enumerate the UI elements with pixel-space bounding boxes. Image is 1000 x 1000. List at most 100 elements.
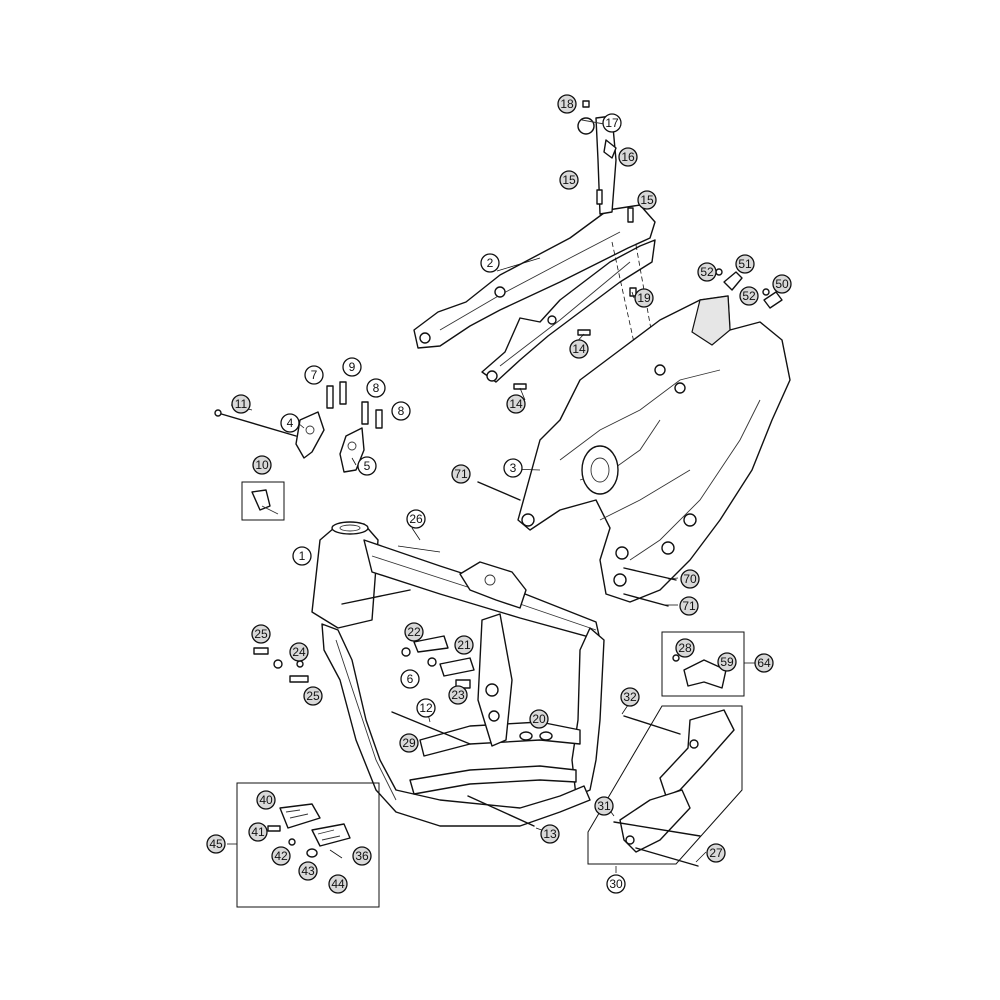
callout-71a: 71 bbox=[451, 464, 471, 484]
callout-24-label: 24 bbox=[292, 645, 306, 659]
callout-15b-label: 15 bbox=[640, 193, 654, 207]
callout-17: 17 bbox=[602, 113, 622, 133]
callout-4: 4 bbox=[280, 413, 300, 433]
callout-25b: 25 bbox=[303, 686, 323, 706]
callout-59: 59 bbox=[717, 652, 737, 672]
callout-52b-label: 52 bbox=[742, 289, 756, 303]
box-45-drawing bbox=[236, 782, 380, 908]
callout-17-label: 17 bbox=[605, 116, 619, 130]
airbox-drawing bbox=[517, 295, 791, 603]
callout-6-label: 6 bbox=[407, 672, 414, 686]
callout-20: 20 bbox=[529, 709, 549, 729]
callout-8a: 8 bbox=[366, 378, 386, 398]
callout-16: 16 bbox=[618, 147, 638, 167]
callout-22: 22 bbox=[404, 622, 424, 642]
callout-27: 27 bbox=[706, 843, 726, 863]
callout-3-label: 3 bbox=[510, 461, 517, 475]
callout-43-label: 43 bbox=[301, 864, 315, 878]
callout-20-label: 20 bbox=[532, 712, 546, 726]
callout-24: 24 bbox=[289, 642, 309, 662]
callout-8b: 8 bbox=[391, 401, 411, 421]
callout-5: 5 bbox=[357, 456, 377, 476]
callout-26: 26 bbox=[406, 509, 426, 529]
callout-44-label: 44 bbox=[331, 877, 345, 891]
callout-16-label: 16 bbox=[621, 150, 635, 164]
subframe-drawing bbox=[413, 115, 661, 383]
callout-18-label: 18 bbox=[560, 97, 574, 111]
callout-52a-label: 52 bbox=[700, 265, 714, 279]
callout-41-label: 41 bbox=[251, 825, 265, 839]
callout-12: 12 bbox=[416, 698, 436, 718]
callout-8b-label: 8 bbox=[398, 404, 405, 418]
callout-18: 18 bbox=[557, 94, 577, 114]
callout-10: 10 bbox=[252, 455, 272, 475]
callout-13-label: 13 bbox=[543, 827, 557, 841]
callout-28-label: 28 bbox=[678, 641, 692, 655]
callout-50: 50 bbox=[772, 274, 792, 294]
callout-25a: 25 bbox=[251, 624, 271, 644]
callout-52b: 52 bbox=[739, 286, 759, 306]
callout-19: 19 bbox=[634, 288, 654, 308]
callout-19-label: 19 bbox=[637, 291, 651, 305]
callout-50-label: 50 bbox=[775, 277, 789, 291]
callout-30: 30 bbox=[606, 874, 626, 894]
callout-64-label: 64 bbox=[757, 656, 771, 670]
callout-45-label: 45 bbox=[209, 837, 223, 851]
callout-45: 45 bbox=[206, 834, 226, 854]
callout-13: 13 bbox=[540, 824, 560, 844]
callout-10-label: 10 bbox=[255, 458, 269, 472]
callout-64: 64 bbox=[754, 653, 774, 673]
callout-29-label: 29 bbox=[402, 736, 416, 750]
callout-36-label: 36 bbox=[355, 849, 369, 863]
callout-29: 29 bbox=[399, 733, 419, 753]
callout-40: 40 bbox=[256, 790, 276, 810]
callout-25b-label: 25 bbox=[306, 689, 320, 703]
main-frame-drawing bbox=[311, 521, 605, 827]
callout-32-label: 32 bbox=[623, 690, 637, 704]
callout-27-label: 27 bbox=[709, 846, 723, 860]
callout-41: 41 bbox=[248, 822, 268, 842]
callout-71b: 71 bbox=[679, 596, 699, 616]
skid-plate-group-drawing bbox=[587, 705, 743, 867]
callout-25a-label: 25 bbox=[254, 627, 268, 641]
callout-42-label: 42 bbox=[274, 849, 288, 863]
callout-1-label: 1 bbox=[299, 549, 306, 563]
small-parts-drawing bbox=[214, 100, 783, 827]
callout-23: 23 bbox=[448, 685, 468, 705]
callout-4-label: 4 bbox=[287, 416, 294, 430]
callout-22-label: 22 bbox=[407, 625, 421, 639]
callout-28: 28 bbox=[675, 638, 695, 658]
callout-42: 42 bbox=[271, 846, 291, 866]
callout-70-label: 70 bbox=[683, 572, 697, 586]
callout-31: 31 bbox=[594, 796, 614, 816]
callout-21: 21 bbox=[454, 635, 474, 655]
callout-51: 51 bbox=[735, 254, 755, 274]
callout-9-label: 9 bbox=[349, 360, 356, 374]
callout-23-label: 23 bbox=[451, 688, 465, 702]
callout-36: 36 bbox=[352, 846, 372, 866]
callout-3: 3 bbox=[503, 458, 523, 478]
callout-14a-label: 14 bbox=[572, 342, 586, 356]
callout-9: 9 bbox=[342, 357, 362, 377]
callout-8a-label: 8 bbox=[373, 381, 380, 395]
callout-15a: 15 bbox=[559, 170, 579, 190]
callout-11: 11 bbox=[231, 394, 251, 414]
callout-14b: 14 bbox=[506, 394, 526, 414]
callout-51-label: 51 bbox=[738, 257, 752, 271]
callout-11-label: 11 bbox=[235, 397, 248, 411]
callout-15b: 15 bbox=[637, 190, 657, 210]
callout-1: 1 bbox=[292, 546, 312, 566]
callout-14a: 14 bbox=[569, 339, 589, 359]
callout-52a: 52 bbox=[697, 262, 717, 282]
callout-21-label: 21 bbox=[457, 638, 471, 652]
callout-43: 43 bbox=[298, 861, 318, 881]
callout-30-label: 30 bbox=[609, 877, 623, 891]
callout-40-label: 40 bbox=[259, 793, 273, 807]
callouts: 1 2 3 4 5 6 7 8 8 9 10 11 12 13 14 14 15… bbox=[206, 94, 792, 894]
callout-70: 70 bbox=[680, 569, 700, 589]
callout-6: 6 bbox=[400, 669, 420, 689]
callout-12-label: 12 bbox=[419, 701, 433, 715]
callout-15a-label: 15 bbox=[562, 173, 576, 187]
callout-5-label: 5 bbox=[364, 459, 371, 473]
callout-32: 32 bbox=[620, 687, 640, 707]
